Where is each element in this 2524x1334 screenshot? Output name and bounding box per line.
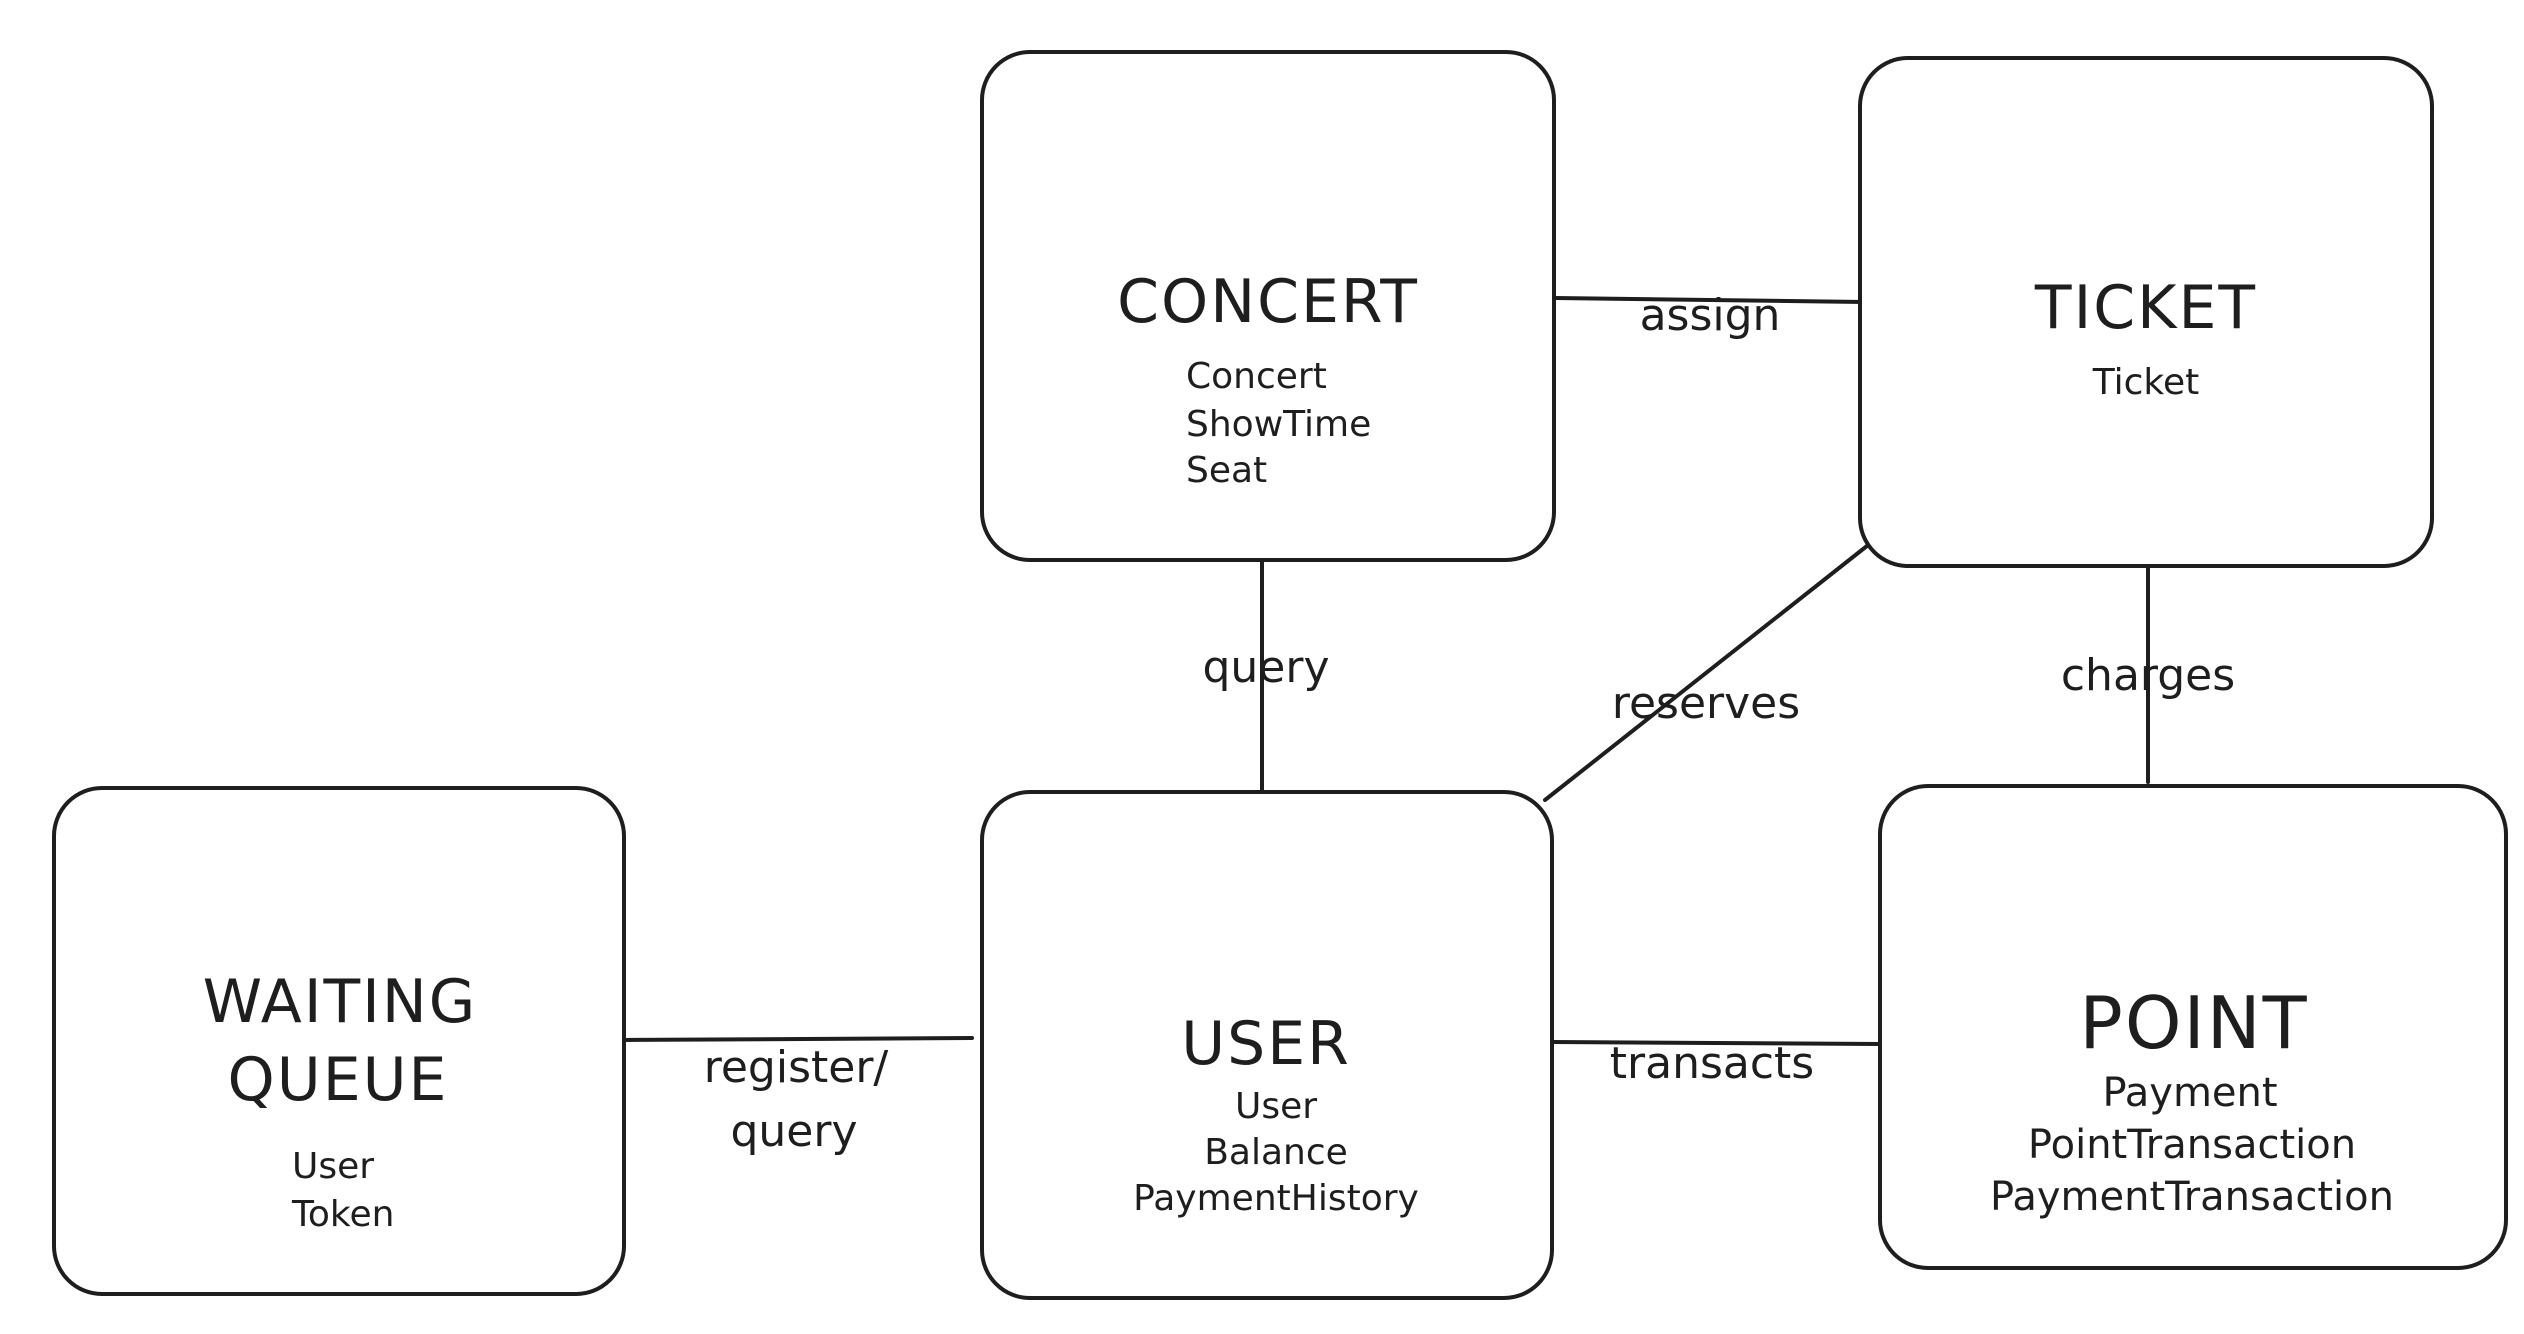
edge-user-ticket	[1543, 540, 1874, 802]
user-item: User	[1235, 1086, 1317, 1127]
relation-label-register-query: query	[730, 1106, 857, 1157]
point-entity-box	[1878, 784, 2508, 1270]
waiting-queue-entity-box	[52, 786, 626, 1296]
relation-label-reserves: reserves	[1612, 678, 1800, 729]
waiting-queue-item: Token	[291, 1194, 394, 1235]
point-title: POINT	[2079, 981, 2308, 1065]
relation-label-assign: assign	[1640, 290, 1781, 341]
ticket-entity-box	[1858, 56, 2434, 568]
edge-concert-ticket	[1553, 296, 1866, 304]
user-entity-box	[980, 790, 1554, 1300]
edge-queue-user	[622, 1036, 974, 1042]
relation-label-charges: charges	[2061, 650, 2235, 701]
waiting-queue-title-line: QUEUE	[228, 1045, 449, 1115]
concert-item: Seat	[1186, 450, 1267, 491]
user-item: Balance	[1204, 1132, 1348, 1173]
ticket-title: TICKET	[2034, 273, 2257, 343]
waiting-queue-item: User	[292, 1146, 374, 1187]
edge-user-point	[1550, 1040, 1882, 1046]
point-item: Payment	[2102, 1070, 2277, 1116]
user-title: USER	[1181, 1009, 1351, 1079]
relation-label-query: query	[1202, 642, 1329, 693]
concert-title: CONCERT	[1117, 267, 1419, 337]
relation-label-register-query: register/	[704, 1042, 889, 1093]
concert-entity-box	[980, 50, 1556, 562]
point-item: PointTransaction	[2028, 1122, 2356, 1168]
ticket-item: Ticket	[2092, 362, 2200, 403]
user-item: PaymentHistory	[1133, 1178, 1419, 1219]
waiting-queue-title-line: WAITING	[203, 967, 478, 1037]
concert-item: ShowTime	[1186, 404, 1371, 445]
point-item: PaymentTransaction	[1990, 1174, 2394, 1220]
relation-label-transacts: transacts	[1610, 1038, 1814, 1089]
concert-item: Concert	[1186, 356, 1327, 397]
